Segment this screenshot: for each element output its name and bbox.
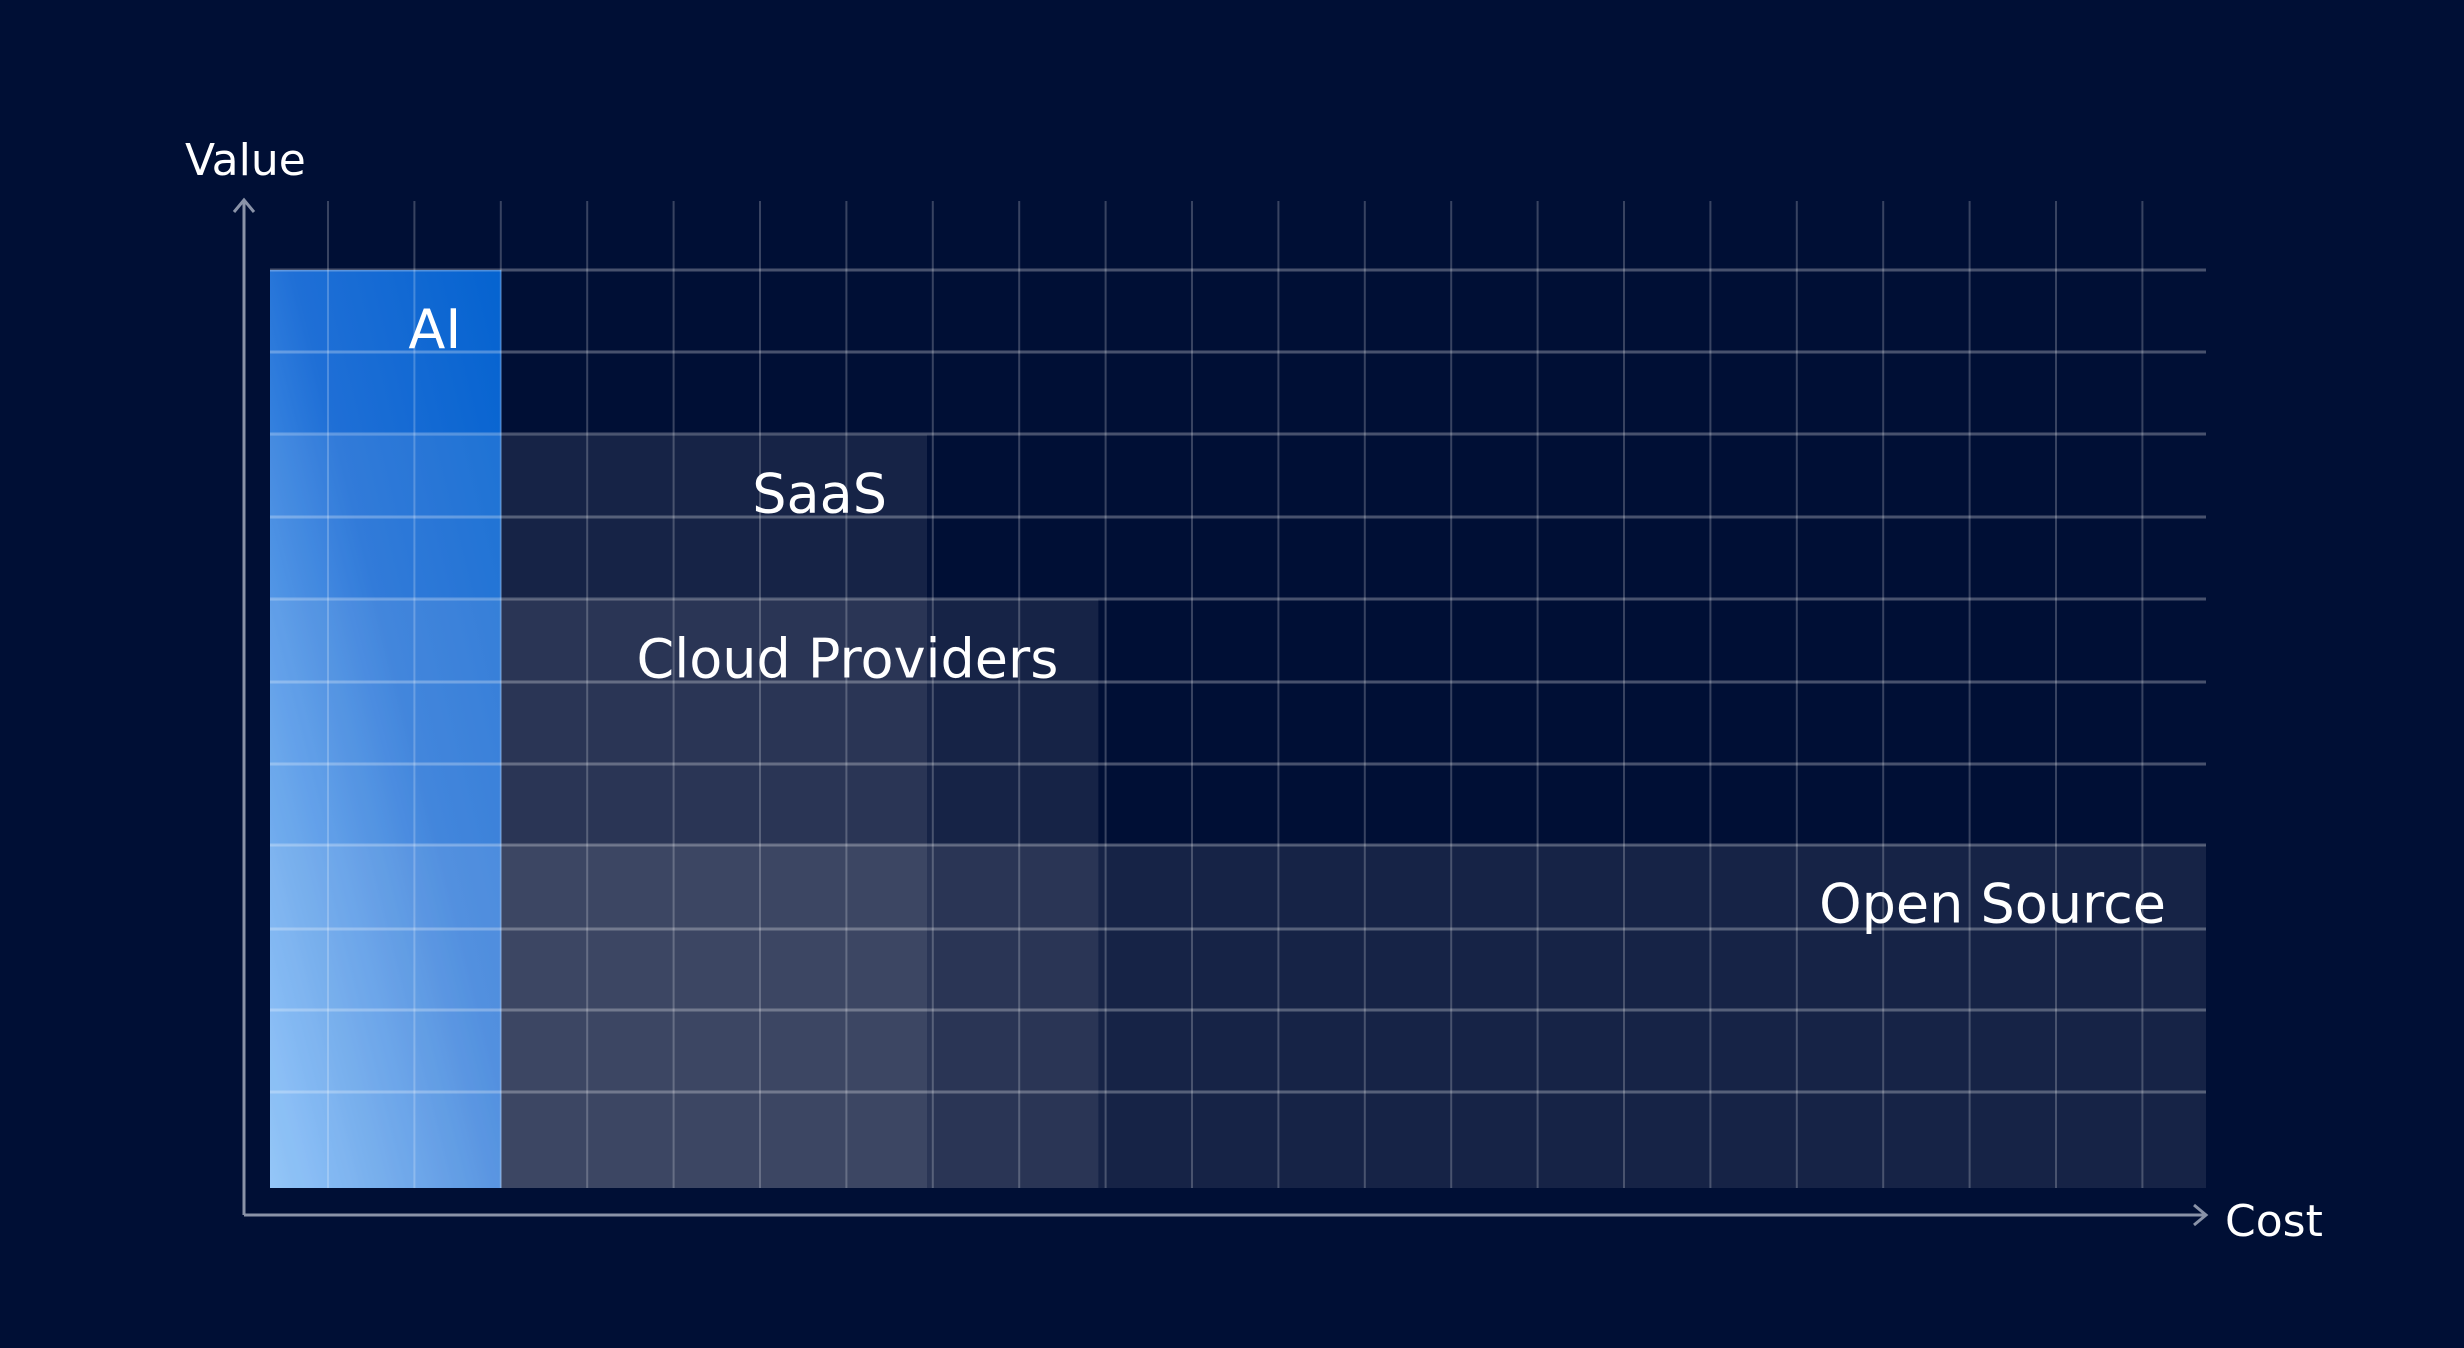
saas-label: SaaS: [752, 463, 887, 526]
y-axis-label: Value: [185, 135, 306, 186]
cloud-providers-label: Cloud Providers: [636, 627, 1058, 690]
y-axis-arrow-icon: [232, 197, 256, 213]
open-source-label: Open Source: [1819, 873, 2166, 936]
saas-block: [270, 434, 928, 1188]
ai-label: AI: [408, 298, 461, 361]
x-axis-label: Cost: [2225, 1196, 2323, 1247]
cloud-providers-block: [270, 599, 1099, 1188]
open-source-block: [270, 844, 2206, 1188]
ai-block: [270, 270, 502, 1188]
x-axis-arrow-icon: [2193, 1203, 2209, 1227]
